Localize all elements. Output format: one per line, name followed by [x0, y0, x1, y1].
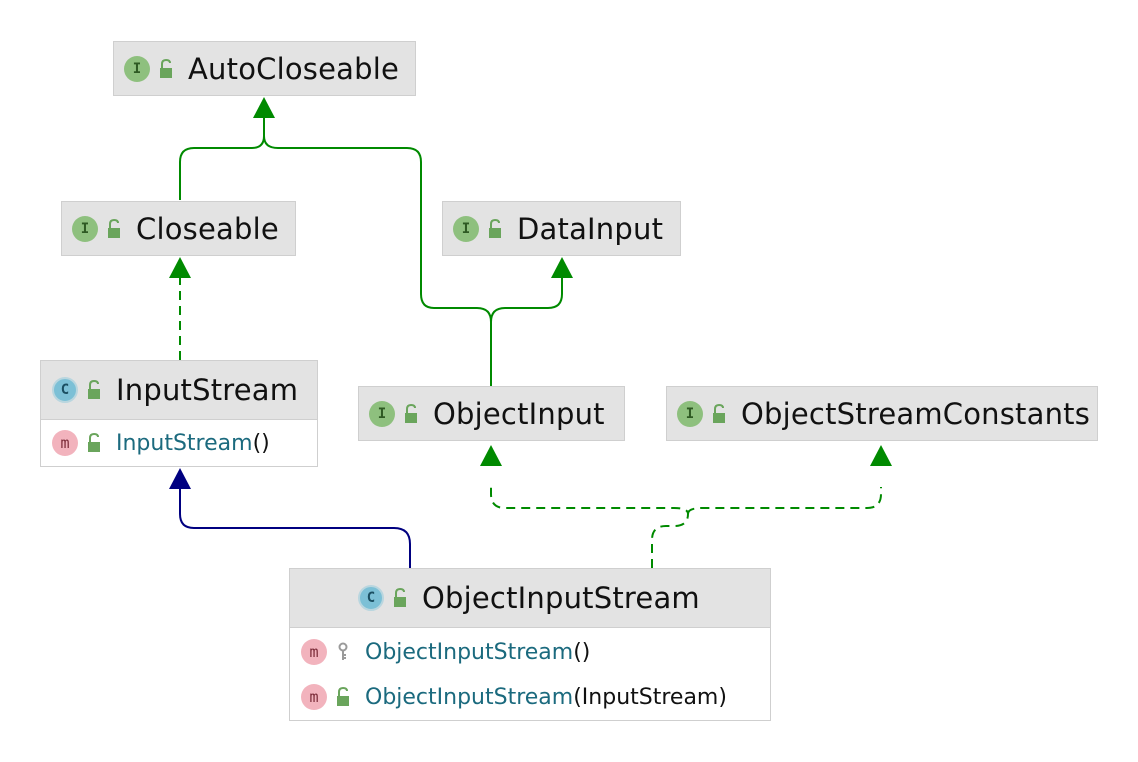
- node-closeable[interactable]: I Closeable: [61, 201, 296, 256]
- node-title: DataInput: [517, 211, 664, 246]
- unlocked-icon: [108, 218, 120, 238]
- member-row[interactable]: m ObjectInputStream(): [301, 630, 590, 674]
- unlocked-icon: [337, 687, 349, 706]
- unlocked-icon: [713, 403, 725, 423]
- class-icon: C: [358, 585, 384, 611]
- arrowhead-objectstreamconstants: [870, 445, 892, 466]
- member-row[interactable]: m InputStream(): [52, 421, 270, 465]
- unlocked-icon: [160, 58, 172, 78]
- interface-icon: I: [677, 400, 703, 427]
- method-name: InputStream: [116, 430, 253, 456]
- arrowhead-autocloseable: [253, 97, 275, 118]
- class-header: C InputStream: [41, 361, 317, 420]
- edge-closeable-autocloseable: [179, 118, 265, 200]
- edge-objectinputstream-objectinput: [490, 487, 690, 568]
- method-params: (): [252, 430, 270, 456]
- method-name: ObjectInputStream: [365, 684, 574, 710]
- node-objectstreamconstants[interactable]: I ObjectStreamConstants: [666, 386, 1098, 441]
- interface-icon: I: [369, 400, 395, 427]
- edge-objectinput-autocloseable: [263, 135, 492, 386]
- node-title: AutoCloseable: [188, 51, 400, 86]
- node-title: ObjectInput: [433, 396, 605, 431]
- method-params: (): [573, 639, 591, 665]
- edge-objectinputstream-objectstreamconstants: [687, 487, 882, 515]
- unlocked-icon: [88, 380, 100, 399]
- node-inputstream[interactable]: C InputStream m InputStream(): [40, 360, 318, 467]
- interface-icon: I: [72, 215, 98, 242]
- unlocked-icon: [489, 218, 501, 238]
- node-title: InputStream: [116, 373, 299, 407]
- method-name: ObjectInputStream: [365, 639, 574, 665]
- arrowhead-objectinput: [480, 445, 502, 466]
- method-params: (InputStream): [573, 684, 727, 710]
- method-icon: m: [301, 639, 327, 665]
- node-autocloseable[interactable]: I AutoCloseable: [113, 41, 416, 96]
- node-objectinput[interactable]: I ObjectInput: [358, 386, 625, 441]
- node-title: Closeable: [136, 211, 279, 246]
- key-icon: [338, 642, 348, 660]
- unlocked-icon: [88, 433, 100, 452]
- node-title: ObjectInputStream: [422, 581, 700, 615]
- method-icon: m: [52, 430, 78, 456]
- interface-icon: I: [453, 215, 479, 242]
- class-icon: C: [52, 377, 78, 403]
- class-header: C ObjectInputStream: [290, 569, 770, 628]
- unlocked-icon: [394, 588, 406, 607]
- unlocked-icon: [405, 403, 417, 423]
- arrowhead-closeable: [169, 257, 191, 278]
- edge-objectinput-datainput: [490, 278, 563, 323]
- node-objectinputstream[interactable]: C ObjectInputStream m ObjectInputStream(…: [289, 568, 771, 721]
- node-datainput[interactable]: I DataInput: [442, 201, 681, 256]
- interface-icon: I: [124, 55, 150, 82]
- edge-objectinputstream-inputstream: [179, 488, 411, 568]
- node-title: ObjectStreamConstants: [741, 396, 1091, 431]
- method-icon: m: [301, 684, 327, 710]
- arrowhead-inputstream: [169, 468, 191, 489]
- arrowhead-datainput: [551, 257, 573, 278]
- member-row[interactable]: m ObjectInputStream(InputStream): [301, 675, 727, 719]
